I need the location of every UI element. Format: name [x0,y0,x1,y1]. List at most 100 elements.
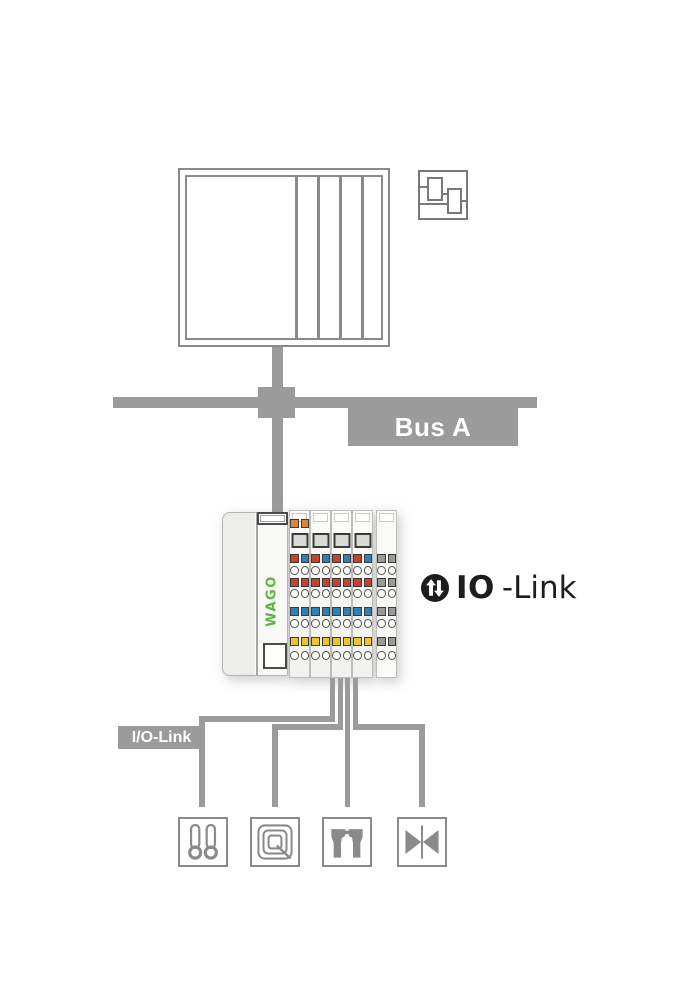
port-hole [300,589,309,598]
module-display-window [291,533,308,548]
led-row [290,519,309,528]
port-hole [363,651,372,660]
blue-led [300,607,309,616]
port-hole [387,589,396,598]
port-row [332,651,351,660]
yellow-led [342,637,351,646]
port-row [377,589,396,598]
red-led [311,554,320,563]
io-module-slices [289,510,397,678]
port-hole [300,651,309,660]
port-hole [353,589,362,598]
port-row [290,566,309,575]
port-row [311,651,330,660]
io-link-label: I/O-Link [118,726,205,749]
led-row [377,637,396,646]
led-row [290,554,309,563]
device-wire-2 [338,678,343,730]
led-row [332,637,351,646]
led-row [377,578,396,587]
port-hole [290,651,299,660]
device-wire-4 [353,678,358,730]
red-led [363,578,372,587]
module-display-window [333,533,350,548]
port-hole [353,651,362,660]
port-hole [321,589,330,598]
gray-led [377,607,386,616]
coupler-label-area [263,643,287,669]
red-led [342,578,351,587]
port-row [377,619,396,628]
device-wire-2 [272,730,278,807]
led-row [290,637,309,646]
port-row [377,651,396,660]
orange-led [290,519,299,528]
yellow-led [321,637,330,646]
red-led [353,554,362,563]
led-row [377,554,396,563]
gray-led [377,578,386,587]
io-link-logo: IO -Link [421,570,577,606]
coupler-display-window [257,512,288,525]
module-display-window [312,533,329,548]
blue-led [342,607,351,616]
blue-led [290,607,299,616]
led-row [311,554,330,563]
bus-junction [258,387,295,418]
red-led [290,554,299,563]
led-row [353,578,372,587]
device-wire-1 [330,678,335,722]
led-row [377,607,396,616]
port-hole [353,619,362,628]
red-led [290,578,299,587]
port-row [353,566,372,575]
port-hole [321,651,330,660]
gray-led [387,637,396,646]
device-wire-1 [199,716,335,722]
port-hole [342,566,351,575]
plc-controller [178,168,390,347]
io-link-arrows-icon [421,574,449,602]
orange-led [300,519,309,528]
blue-led [300,554,309,563]
device-wire-4 [419,730,425,807]
plc-slot-divider [339,177,342,338]
port-row [332,619,351,628]
module-display-window [354,533,371,548]
led-row [332,578,351,587]
valve-icon [397,817,447,867]
device-wire-3 [345,678,350,807]
temperature-sensors-icon [178,817,228,867]
port-row [353,589,372,598]
plc-slot-divider [317,177,320,338]
io-link-logo-text-bold: IO [456,570,495,606]
led-row [353,637,372,646]
port-row [311,589,330,598]
led-row [332,554,351,563]
port-hole [377,566,386,575]
io-module-slice [331,510,352,678]
port-hole [353,566,362,575]
port-hole [332,566,341,575]
port-row [332,589,351,598]
port-hole [377,651,386,660]
port-hole [387,566,396,575]
port-hole [377,619,386,628]
function-block-icon [418,170,468,220]
yellow-led [353,637,362,646]
bus-line-horizontal [113,397,537,408]
port-hole [321,619,330,628]
plc-slot-divider [361,177,364,338]
port-row [290,589,309,598]
port-hole [311,589,320,598]
led-row [311,578,330,587]
io-link-logo-text-rest: -Link [501,570,577,606]
port-row [353,651,372,660]
gripper-icon [322,817,372,867]
led-row [290,607,309,616]
gray-led [377,554,386,563]
port-hole [332,589,341,598]
device-wire-2 [272,724,343,730]
port-hole [311,619,320,628]
